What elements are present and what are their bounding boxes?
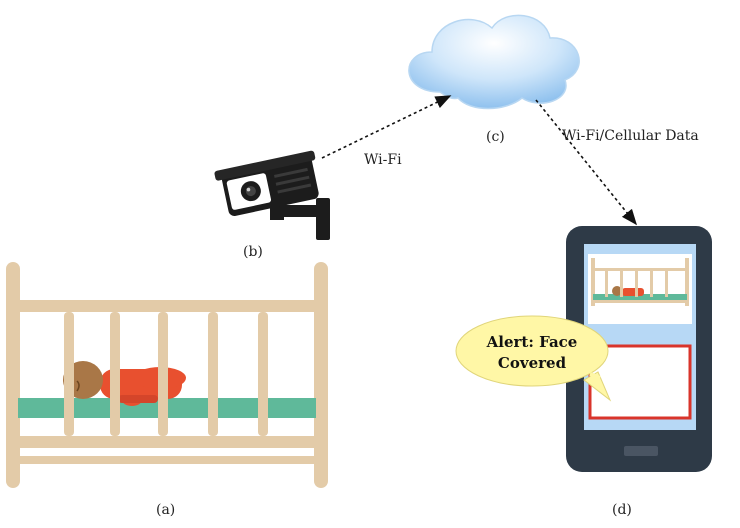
arrow-cloud-to-phone <box>535 99 638 226</box>
alert-text-line1: Alert: Face <box>486 333 578 351</box>
alert-text-line2: Covered <box>498 354 567 372</box>
phone-crib-thumbnail <box>591 258 689 306</box>
alert-speech-bubble <box>455 315 612 402</box>
arrow-camera-to-cloud <box>321 95 452 159</box>
wifi-label: Wi-Fi <box>364 152 402 168</box>
wifi-cellular-label: Wi-Fi/Cellular Data <box>562 128 699 144</box>
cloud-icon <box>408 14 580 110</box>
crib-illustration <box>6 262 328 488</box>
phone-label: (d) <box>612 502 632 518</box>
security-camera-icon <box>214 150 330 240</box>
crib-label: (a) <box>156 502 175 518</box>
smartphone-icon <box>566 226 712 472</box>
cloud-label: (c) <box>486 129 505 145</box>
camera-label: (b) <box>243 244 263 260</box>
home-button[interactable] <box>624 446 658 456</box>
